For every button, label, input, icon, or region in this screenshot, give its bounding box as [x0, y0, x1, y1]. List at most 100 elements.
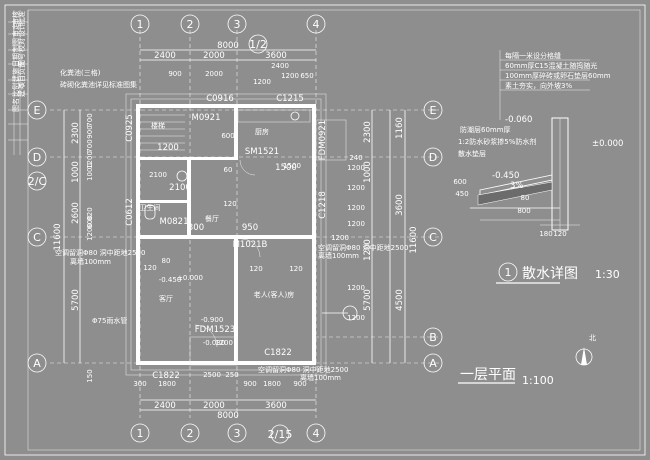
door-window-tag: C0916 — [206, 94, 234, 104]
door-window-tag: 950 — [242, 223, 258, 233]
axis-bubble-bottom — [130, 423, 150, 443]
axis-bubble-top-label: 4 — [313, 18, 320, 31]
detail-note: 素土夯实，向外坡3% — [505, 81, 572, 90]
section-marker-label: 2/15 — [268, 428, 293, 441]
axis-bubble-left-label: C — [33, 231, 41, 244]
axis-bubble-bottom-label: 2 — [187, 427, 194, 440]
title-block-cell: 校对 — [17, 38, 26, 52]
axis-bubble-right — [423, 100, 443, 120]
axis-bubble-bottom-label: 3 — [234, 427, 241, 440]
axis-bubble-left-label: 2/C — [28, 175, 47, 188]
door-window-tag: M1021B — [233, 240, 268, 250]
axis-bubble-right-label: A — [429, 357, 437, 370]
door-swing — [194, 324, 218, 348]
detail-callout: 防潮层60mm厚 — [460, 125, 511, 134]
dim-left-sub: 700 — [86, 113, 94, 126]
sheet-border — [4, 4, 646, 456]
dim-right-seg: 4500 — [395, 289, 405, 311]
plan-label: -0.450 — [159, 276, 182, 284]
detail-level: -0.060 — [505, 115, 532, 125]
title-block-cell: 建-5 — [17, 83, 26, 97]
walls — [136, 104, 316, 365]
plan-label: 120 — [289, 265, 302, 273]
dim-right-seg: 2300 — [363, 121, 373, 143]
axis-bubble-bottom-label: 4 — [313, 427, 320, 440]
door-window-tag: M0821 — [160, 217, 189, 227]
axis-bubble-left — [27, 171, 47, 191]
dim-left-sub: 1000 — [86, 163, 94, 181]
plan-label: 1200 — [215, 339, 233, 347]
axis-bubble-bottom — [180, 423, 200, 443]
plan-label: 600 — [221, 132, 234, 140]
dim-top-sub: 2000 — [205, 70, 223, 78]
dim-right-sub: 1200 — [331, 234, 349, 242]
door-window-tag: SM1521 — [245, 147, 279, 157]
room-label: 卫生间 — [140, 203, 161, 212]
axis-lines — [50, 30, 440, 418]
plan-label: 60 — [224, 166, 233, 174]
stove-icon — [290, 111, 300, 121]
section-marker-label: 1/2 — [249, 38, 267, 51]
dim-left-sub: 900 — [86, 125, 94, 138]
plan-label: 80 — [162, 257, 171, 265]
axis-bubble-right — [423, 353, 443, 373]
detail-dim: 180 — [539, 230, 552, 238]
title-block-cell: 批准 — [17, 11, 26, 25]
plan-outline — [130, 98, 322, 371]
dim-top-small: 650 — [300, 72, 313, 80]
plan-label: 120 — [223, 200, 236, 208]
dim-right-sub: 1200 — [347, 184, 365, 192]
plan-label: -0.900 — [201, 316, 224, 324]
dim-right-seg: 1160 — [395, 117, 405, 139]
axis-bubble-top-label: 2 — [187, 18, 194, 31]
door-window-tag: M0921 — [192, 113, 221, 123]
dim-top-sub: 900 — [168, 70, 181, 78]
dim-left-sub: 1200 — [86, 223, 94, 241]
axis-bubble-top — [306, 14, 326, 34]
dim-left-seg: 5700 — [71, 289, 81, 311]
door-window-tag: C1822 — [152, 371, 180, 381]
dim-bottom-sub: 250 — [225, 371, 238, 379]
plan-outline-2 — [125, 93, 327, 376]
inner-border — [27, 9, 641, 451]
title-block-cell: 比例 — [11, 83, 20, 97]
title-block-cell: 图号 — [18, 53, 26, 67]
room-label: 餐厅 — [205, 214, 219, 223]
door-window-tag: C0925 — [125, 114, 135, 142]
note-ac-hole: 空调留洞Φ80 洞中距地2500 — [258, 365, 348, 374]
dim-bottom-sub: 900 — [243, 380, 256, 388]
note-ac-clear: 离墙100mm — [318, 251, 359, 260]
section-marker — [248, 34, 268, 54]
axis-bubble-left — [27, 227, 47, 247]
axis-bubble-bottom-label: 1 — [137, 427, 144, 440]
axis-bubble-right — [423, 147, 443, 167]
dimension-lines — [63, 49, 406, 411]
door-window-tag: C1218 — [318, 191, 328, 219]
detail-dim: 800 — [517, 207, 530, 215]
note-septic: 化粪池(三格) — [60, 68, 101, 77]
plan-label: 120 — [249, 265, 262, 273]
detail-note: 60mm厚C15混凝土随捣随光 — [505, 61, 597, 70]
title-block-cell: 图名 — [11, 98, 20, 112]
room-label: 客厅 — [159, 294, 173, 303]
dim-top-seg: 3600 — [265, 51, 287, 61]
dim-left-seg: 2300 — [71, 122, 81, 144]
axis-bubble-left — [27, 100, 47, 120]
toilet-icon — [144, 204, 156, 220]
dim-top-total: 8000 — [217, 41, 239, 51]
detail-dim: 120 — [553, 230, 566, 238]
section-marker — [270, 424, 290, 444]
axis-bubble-right — [423, 327, 443, 347]
dim-left-sub: 150 — [86, 369, 94, 382]
detail-note: 100mm厚碎砖或卵石垫层60mm — [505, 71, 611, 80]
dim-top-sub: 1200 — [253, 78, 271, 86]
room-label: 老人(客人)房 — [254, 290, 294, 299]
detail-level: -0.450 — [492, 171, 519, 181]
dim-top-seg: 2400 — [154, 51, 176, 61]
dim-right-seg: 5700 — [363, 289, 373, 311]
detail-dim: 600 — [453, 178, 466, 186]
entry-porch — [189, 336, 238, 366]
axis-bubble-top — [180, 14, 200, 34]
dim-bottom-sub: 900 — [293, 380, 306, 388]
